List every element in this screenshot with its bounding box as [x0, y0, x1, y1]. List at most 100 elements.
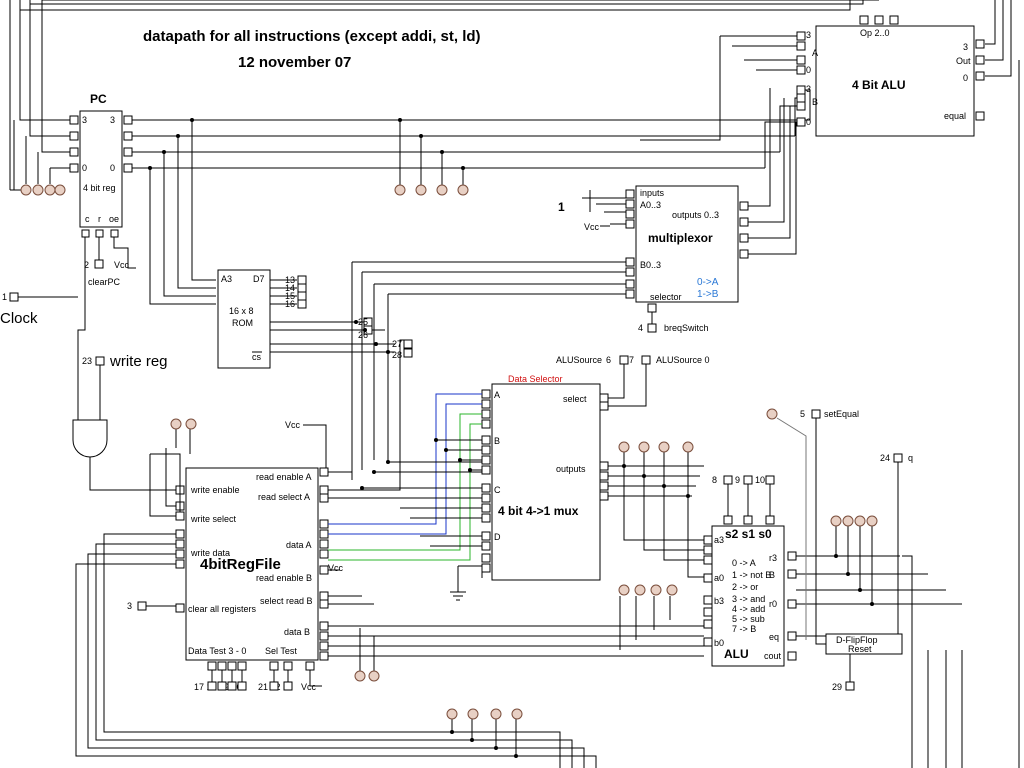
- svg-text:A0..3: A0..3: [640, 200, 661, 210]
- svg-text:selector: selector: [650, 292, 682, 302]
- pc-output-bus: [132, 89, 811, 305]
- svg-text:inputs: inputs: [640, 188, 665, 198]
- svg-text:A: A: [812, 48, 818, 58]
- svg-text:Vcc: Vcc: [584, 222, 600, 232]
- svg-text:4: 4: [638, 323, 643, 333]
- svg-text:ROM: ROM: [232, 318, 253, 328]
- svg-text:14: 14: [285, 283, 295, 293]
- svg-text:Sel Test: Sel Test: [265, 646, 297, 656]
- pc-register[interactable]: PC 3 0 3 0 4 bit reg c r oe: [69, 92, 133, 238]
- svg-text:0: 0: [963, 73, 968, 83]
- svg-text:B: B: [769, 570, 775, 580]
- clear-registers-switch[interactable]: [137, 601, 147, 611]
- svg-text:0: 0: [806, 117, 811, 127]
- d-flipflop: D-FlipFlop Reset 29: [825, 633, 903, 692]
- svg-text:s2 s1 s0: s2 s1 s0: [725, 527, 772, 541]
- svg-text:B0..3: B0..3: [640, 260, 661, 270]
- svg-text:b0: b0: [714, 638, 724, 648]
- alu4-input-wires: [640, 35, 797, 141]
- svg-text:27: 27: [392, 339, 402, 349]
- svg-text:Vcc: Vcc: [285, 420, 301, 430]
- data-selector-output-wires: [608, 441, 704, 578]
- svg-text:outputs: outputs: [556, 464, 586, 474]
- svg-text:16: 16: [285, 299, 295, 309]
- svg-text:3: 3: [963, 42, 968, 52]
- svg-text:24: 24: [880, 453, 890, 463]
- svg-text:B: B: [812, 97, 818, 107]
- svg-text:B: B: [494, 436, 500, 446]
- svg-text:3: 3: [110, 115, 115, 125]
- svg-text:1->B: 1->B: [697, 289, 719, 300]
- svg-text:D: D: [494, 532, 501, 542]
- svg-text:c: c: [85, 214, 90, 224]
- regfile-data-a-wires: [328, 393, 482, 561]
- svg-text:equal: equal: [944, 111, 966, 121]
- svg-text:3: 3: [806, 30, 811, 40]
- data-selector: Data Selector A B C D select outputs 4 b…: [450, 374, 609, 601]
- alu-name: ALU: [724, 647, 749, 661]
- bottom-feedback-bus: [75, 533, 963, 768]
- svg-text:Vcc: Vcc: [114, 260, 130, 270]
- svg-text:r0: r0: [769, 599, 777, 609]
- clearpc-switch[interactable]: [94, 259, 104, 269]
- svg-text:ALUSource: ALUSource: [556, 355, 602, 365]
- alu-4bit: Op 2..0 4 Bit ALU A B 3 0 3 0 3 Out 0 eq…: [796, 15, 985, 137]
- svg-text:a3: a3: [714, 535, 724, 545]
- svg-text:7: 7: [629, 355, 634, 365]
- svg-text:6: 6: [606, 355, 611, 365]
- svg-text:Out: Out: [956, 56, 971, 66]
- svg-text:read select A: read select A: [258, 492, 310, 502]
- breq-switch[interactable]: [647, 323, 657, 333]
- feedback-wires-left: [9, 0, 72, 191]
- breq-switch-label: breqSwitch: [664, 323, 709, 333]
- and-gate: [72, 419, 180, 491]
- svg-text:1: 1: [2, 292, 7, 302]
- svg-text:r3: r3: [769, 553, 777, 563]
- svg-text:cout: cout: [764, 651, 782, 661]
- svg-text:0->A: 0->A: [697, 277, 719, 288]
- svg-text:eq: eq: [769, 632, 779, 642]
- svg-text:15: 15: [285, 291, 295, 301]
- write-reg-input[interactable]: 23 write reg: [82, 353, 168, 420]
- svg-text:a0: a0: [714, 573, 724, 583]
- svg-text:23: 23: [82, 356, 92, 366]
- svg-text:2: 2: [84, 260, 89, 270]
- svg-text:b3: b3: [714, 596, 724, 606]
- svg-text:oe: oe: [109, 214, 119, 224]
- svg-text:8: 8: [712, 475, 717, 485]
- setequal-label: setEqual: [824, 409, 859, 419]
- svg-text:9: 9: [735, 475, 740, 485]
- svg-text:5 -> sub: 5 -> sub: [732, 614, 765, 624]
- svg-text:3: 3: [127, 601, 132, 611]
- svg-text:0: 0: [806, 65, 811, 75]
- svg-text:28: 28: [392, 350, 402, 360]
- svg-text:2 -> or: 2 -> or: [732, 582, 758, 592]
- pc-title: PC: [90, 92, 107, 106]
- svg-text:Reset: Reset: [848, 644, 872, 654]
- svg-text:4 -> add: 4 -> add: [732, 604, 765, 614]
- page-title: datapath for all instructions (except ad…: [143, 28, 481, 45]
- clock-input[interactable]: 1 Clock: [0, 292, 78, 327]
- write-reg-label: write reg: [109, 353, 168, 370]
- page-date: 12 november 07: [238, 54, 351, 71]
- setequal-input[interactable]: 5 setEqual: [766, 408, 859, 645]
- svg-text:21 22: 21 22: [258, 682, 281, 692]
- q-output: 24 q: [880, 453, 913, 641]
- svg-text:7 -> B: 7 -> B: [732, 624, 756, 634]
- svg-text:16 x 8: 16 x 8: [229, 306, 254, 316]
- svg-text:read enable A: read enable A: [256, 472, 312, 482]
- svg-text:clear all registers: clear all registers: [188, 604, 257, 614]
- clearpc-label: clearPC: [88, 277, 121, 287]
- svg-text:cs: cs: [252, 352, 262, 362]
- svg-text:13: 13: [285, 275, 295, 285]
- svg-text:10: 10: [755, 475, 765, 485]
- svg-text:Data Test 3 - 0: Data Test 3 - 0: [188, 646, 246, 656]
- alusource-inputs[interactable]: ALUSource 6 7 ALUSource 0: [556, 355, 710, 407]
- pc-body-label: 4 bit reg: [83, 183, 116, 193]
- svg-text:1: 1: [558, 200, 565, 214]
- svg-text:Vcc: Vcc: [328, 563, 344, 573]
- multiplexor-name: multiplexor: [648, 231, 713, 245]
- svg-text:29: 29: [832, 682, 842, 692]
